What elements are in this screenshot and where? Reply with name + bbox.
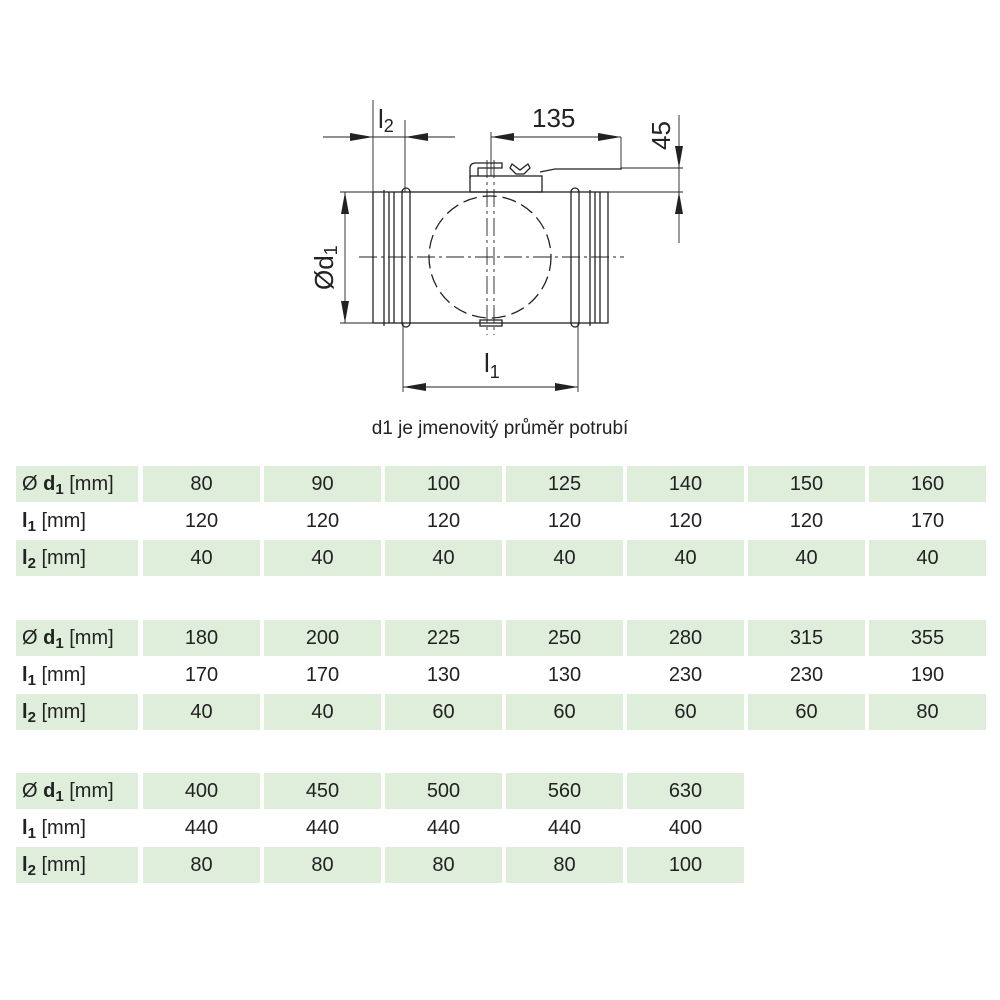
table-cell: 60 (506, 694, 623, 730)
table-cell: 120 (184, 510, 219, 532)
dim-135-label: 135 (532, 103, 575, 133)
table-row-l1: l1 [mm] 120 120 120 120 120 120 170 (16, 503, 986, 539)
table-cell: 170 (910, 510, 945, 532)
pipe-body (372, 191, 609, 324)
table-cell: 450 (264, 773, 381, 809)
table-cell: 40 (264, 540, 381, 576)
table-cell: 120 (547, 510, 582, 532)
row-label-l1: l1 [mm] (22, 510, 86, 535)
table-cell: 40 (869, 540, 986, 576)
row-label-l2: l2 [mm] (16, 694, 138, 730)
dim-l2-label: l2 (378, 104, 394, 136)
table-cell: 170 (184, 664, 219, 686)
damper-technical-drawing: l2 135 45 Ød1 l1 (309, 100, 683, 392)
table-cell: 440 (426, 817, 461, 839)
table-cell: 440 (184, 817, 219, 839)
table-cell: 630 (627, 773, 744, 809)
wing-nut-icon (509, 163, 531, 175)
handle-lever (469, 162, 503, 178)
dim-l1-label: l1 (484, 348, 500, 382)
dim-d1-label: Ød1 (309, 245, 341, 290)
table-cell: 60 (748, 694, 865, 730)
dim-45-label: 45 (646, 121, 676, 150)
table-cell: 230 (789, 664, 824, 686)
table-cell: 80 (143, 847, 260, 883)
row-label-l1: l1 [mm] (22, 664, 86, 689)
table-cell: 40 (748, 540, 865, 576)
table-cell: 120 (426, 510, 461, 532)
table-cell: 140 (627, 466, 744, 502)
table-cell: 90 (264, 466, 381, 502)
row-label-l2: l2 [mm] (16, 847, 138, 883)
table-cell: 60 (385, 694, 502, 730)
table-cell: 40 (143, 694, 260, 730)
table-cell: 80 (506, 847, 623, 883)
table-row-l1: l1 [mm] 440 440 440 440 400 (16, 810, 744, 846)
caption: d1 je jmenovitý průměr potrubí (371, 418, 629, 439)
table-cell: 40 (264, 694, 381, 730)
table-cell: 40 (385, 540, 502, 576)
table-cell: 120 (305, 510, 340, 532)
table-cell: 160 (869, 466, 986, 502)
table-cell: 180 (143, 620, 260, 656)
table-cell: 400 (668, 817, 703, 839)
table-cell: 40 (143, 540, 260, 576)
table-cell: 225 (385, 620, 502, 656)
table-cell: 230 (668, 664, 703, 686)
table-cell: 40 (627, 540, 744, 576)
table-cell: 40 (506, 540, 623, 576)
table-cell: 120 (668, 510, 703, 532)
table-cell: 60 (627, 694, 744, 730)
table-cell: 80 (385, 847, 502, 883)
row-label-d1: Ø d1 [mm] (16, 620, 138, 656)
table-cell: 130 (426, 664, 461, 686)
dimension-arrows (341, 133, 683, 391)
table-cell: 440 (305, 817, 340, 839)
table-cell: 80 (143, 466, 260, 502)
row-label-l2: l2 [mm] (16, 540, 138, 576)
table-cell: 200 (264, 620, 381, 656)
table-cell: 250 (506, 620, 623, 656)
table-cell: 400 (143, 773, 260, 809)
table-cell: 500 (385, 773, 502, 809)
table-cell: 440 (547, 817, 582, 839)
table-cell: 80 (869, 694, 986, 730)
table-cell: 100 (385, 466, 502, 502)
table-cell: 100 (627, 847, 744, 883)
row-label-d1: Ø d1 [mm] (16, 466, 138, 502)
table-cell: 120 (789, 510, 824, 532)
table-row-l1: l1 [mm] 170 170 130 130 230 230 190 (16, 657, 986, 693)
row-label-d1: Ø d1 [mm] (16, 773, 138, 809)
row-label-l1: l1 [mm] (22, 817, 86, 842)
table-cell: 125 (506, 466, 623, 502)
table-cell: 170 (305, 664, 340, 686)
table-cell: 80 (264, 847, 381, 883)
table-cell: 280 (627, 620, 744, 656)
table-cell: 190 (910, 664, 945, 686)
table-cell: 560 (506, 773, 623, 809)
table-cell: 355 (869, 620, 986, 656)
table-cell: 130 (547, 664, 582, 686)
table-cell: 315 (748, 620, 865, 656)
table-cell: 150 (748, 466, 865, 502)
